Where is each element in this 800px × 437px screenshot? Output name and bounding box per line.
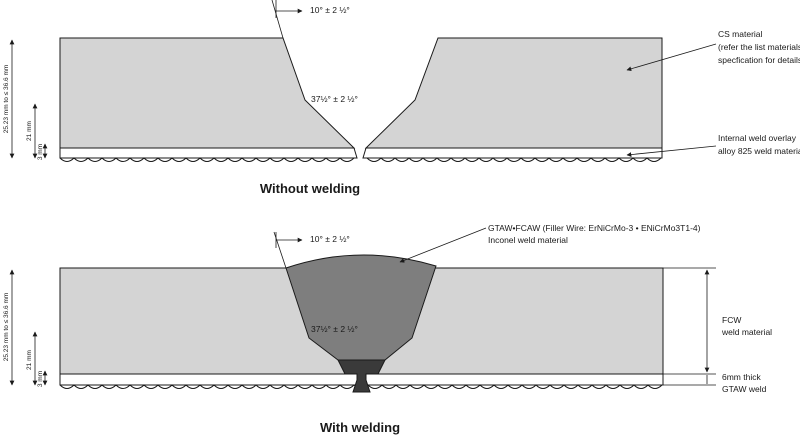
- top-overlay-callout: Internal weld overlay alloy 825 weld mat…: [718, 133, 800, 156]
- top-dim-thickness-label: 25.23 mm to ≤ 36.6 mm: [3, 65, 10, 134]
- top-angle-label: 10° ± 2 ½°: [310, 5, 350, 15]
- bottom-gtaw-callout-line-1: 6mm thick: [722, 372, 761, 382]
- bottom-fcw-callout-line-1: FCW: [722, 315, 741, 325]
- top-angle-bevel-ext: [271, 0, 284, 39]
- bottom-dim-thickness-label: 25.23 mm to ≤ 36.6 mm: [3, 293, 10, 362]
- bottom-gtaw-callout-line-2: GTAW weld: [722, 384, 767, 394]
- top-left-overlay-layer: [59, 147, 358, 159]
- top-joint-section: 10° ± 2 ½° 37½° ± 2 ½° 25.23 mm to ≤ 36.…: [3, 0, 800, 196]
- bottom-fcw-callout: FCW weld material: [721, 315, 772, 337]
- bottom-dim-3-label: 3 mm: [37, 371, 44, 387]
- top-caption: Without welding: [260, 181, 360, 196]
- bottom-angle-label: 10° ± 2 ½°: [310, 234, 350, 244]
- bottom-weld-callout: GTAW•FCAW (Filler Wire: ErNiCrMo-3 • ENi…: [488, 223, 703, 245]
- bottom-weld-callout-line-1: GTAW•FCAW (Filler Wire: ErNiCrMo-3 • ENi…: [488, 223, 701, 233]
- top-cs-callout-line-1: CS material: [718, 29, 763, 39]
- bottom-caption: With welding: [320, 420, 400, 435]
- bottom-weld-callout-line-2: Inconel weld material: [488, 235, 568, 245]
- top-overlay-leader: [626, 145, 717, 157]
- top-right-wavy-edge: [366, 157, 662, 162]
- top-right-cs-plate: [364, 37, 663, 149]
- top-bevel-label: 37½° ± 2 ½°: [311, 94, 358, 104]
- top-left-cs-plate: [59, 37, 356, 149]
- bottom-dim-21-label: 21 mm: [26, 350, 33, 370]
- top-overlay-callout-line-1: Internal weld overlay: [718, 133, 797, 143]
- bottom-fcw-callout-line-2: weld material: [721, 327, 772, 337]
- top-overlay-callout-line-2: alloy 825 weld material: [718, 146, 800, 156]
- bottom-root-pass: [337, 359, 386, 393]
- bottom-weld-leader: [399, 227, 487, 263]
- top-dim-21-label: 21 mm: [26, 121, 33, 141]
- bottom-bevel-label: 37½° ± 2 ½°: [311, 324, 358, 334]
- top-cs-callout: CS material (refer the list materials sp…: [718, 29, 800, 65]
- top-cs-callout-line-3: specfication for details): [718, 55, 800, 65]
- top-cs-leader: [626, 43, 717, 72]
- bottom-weld-bead: [285, 254, 437, 361]
- top-left-wavy-edge: [59, 157, 355, 162]
- bottom-joint-section: 10° ± 2 ½° 37½° ± 2 ½° 25.23 mm to ≤ 36.…: [3, 223, 772, 435]
- bottom-gtaw-callout: 6mm thick GTAW weld: [722, 372, 767, 394]
- top-cs-callout-line-2: (refer the list materials: [718, 42, 800, 52]
- bottom-angle-bevel-ext: [273, 231, 287, 269]
- top-dim-3-label: 3 mm: [37, 144, 44, 160]
- top-right-overlay-layer: [362, 147, 663, 159]
